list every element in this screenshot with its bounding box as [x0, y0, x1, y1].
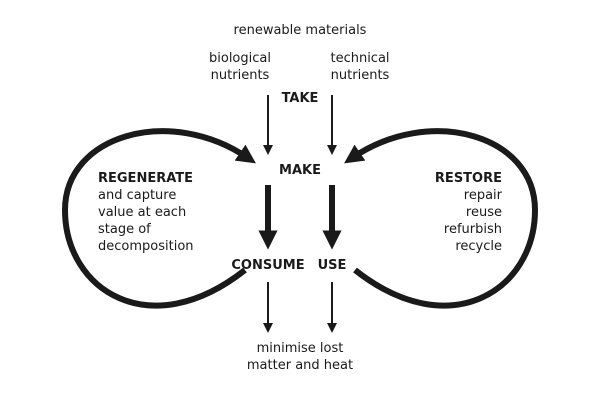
use-label: USE: [317, 258, 347, 273]
technical-nutrients-label: technical nutrients: [320, 50, 400, 84]
restore-line-4: recycle: [455, 239, 502, 254]
restore-line-2: reuse: [465, 205, 502, 220]
take-label: TAKE: [281, 91, 319, 106]
restore-line-1: repair: [463, 188, 502, 203]
regenerate-line-1: and capture: [98, 188, 177, 203]
consume-label: CONSUME: [231, 258, 305, 273]
regenerate-title: REGENERATE: [98, 171, 194, 186]
restore-text-block: RESTORE repair reuse refurbish recycle: [402, 170, 502, 255]
make-label: MAKE: [279, 163, 321, 178]
biological-line-2: nutrients: [210, 68, 270, 83]
regenerate-loop-arrow: [61, 128, 256, 309]
bottom-line-1: minimise lost: [256, 341, 344, 356]
bottom-line-2: matter and heat: [246, 358, 354, 373]
technical-line-1: technical: [330, 51, 390, 66]
restore-loop-arrow: [344, 128, 539, 309]
regenerate-line-2: value at each: [98, 205, 187, 220]
renewable-materials-label: renewable materials: [233, 23, 367, 38]
regenerate-line-3: stage of: [98, 222, 151, 237]
regenerate-line-4: decomposition: [98, 239, 194, 254]
minimise-loss-label: minimise lost matter and heat: [230, 340, 370, 374]
restore-line-3: refurbish: [443, 222, 502, 237]
biological-nutrients-label: biological nutrients: [200, 50, 280, 84]
biological-line-1: biological: [209, 51, 271, 66]
restore-title: RESTORE: [434, 171, 502, 186]
regenerate-text-block: REGENERATE and capture value at each sta…: [98, 170, 194, 255]
technical-line-2: nutrients: [330, 68, 390, 83]
